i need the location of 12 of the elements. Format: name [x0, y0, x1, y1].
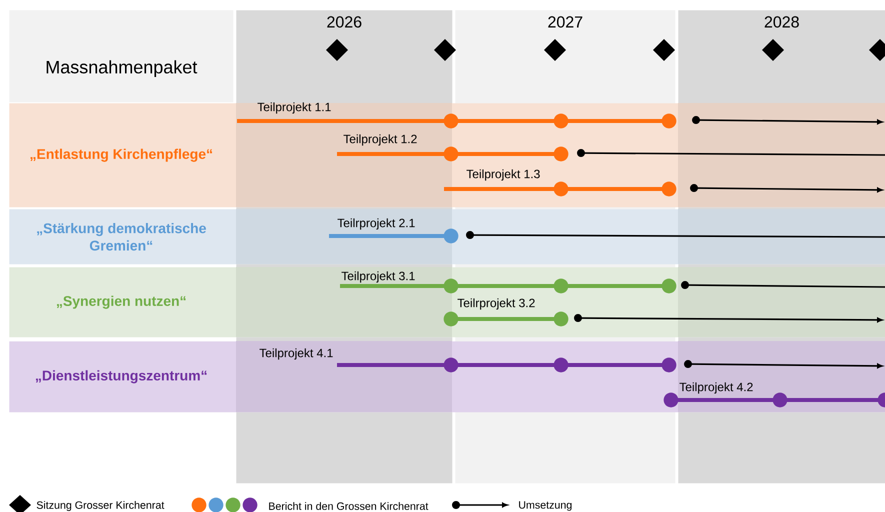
- project-label: Teilprojekt 1.2: [344, 134, 417, 146]
- legend-label: Bericht in den Grossen Kirchenrat: [269, 502, 428, 510]
- legend-label: Umsetzung: [519, 501, 572, 511]
- project-label: Teilprojekt 3.1: [342, 271, 415, 283]
- project-label: Teilprojekt 1.1: [258, 102, 331, 114]
- project-label: Teilprojekt 1.3: [466, 169, 540, 181]
- header-cell: Massnahmenpaket: [9, 10, 234, 102]
- project-label: Teilprojekt 4.2: [680, 382, 753, 394]
- project-label: Teilrprojekt 3.2: [458, 298, 535, 310]
- project-label: Teilprojekt 4.1: [260, 348, 333, 360]
- legend-label: Sitzung Grosser Kirchenrat: [36, 501, 164, 511]
- project-label: Teilrprojekt 2.1: [338, 218, 415, 230]
